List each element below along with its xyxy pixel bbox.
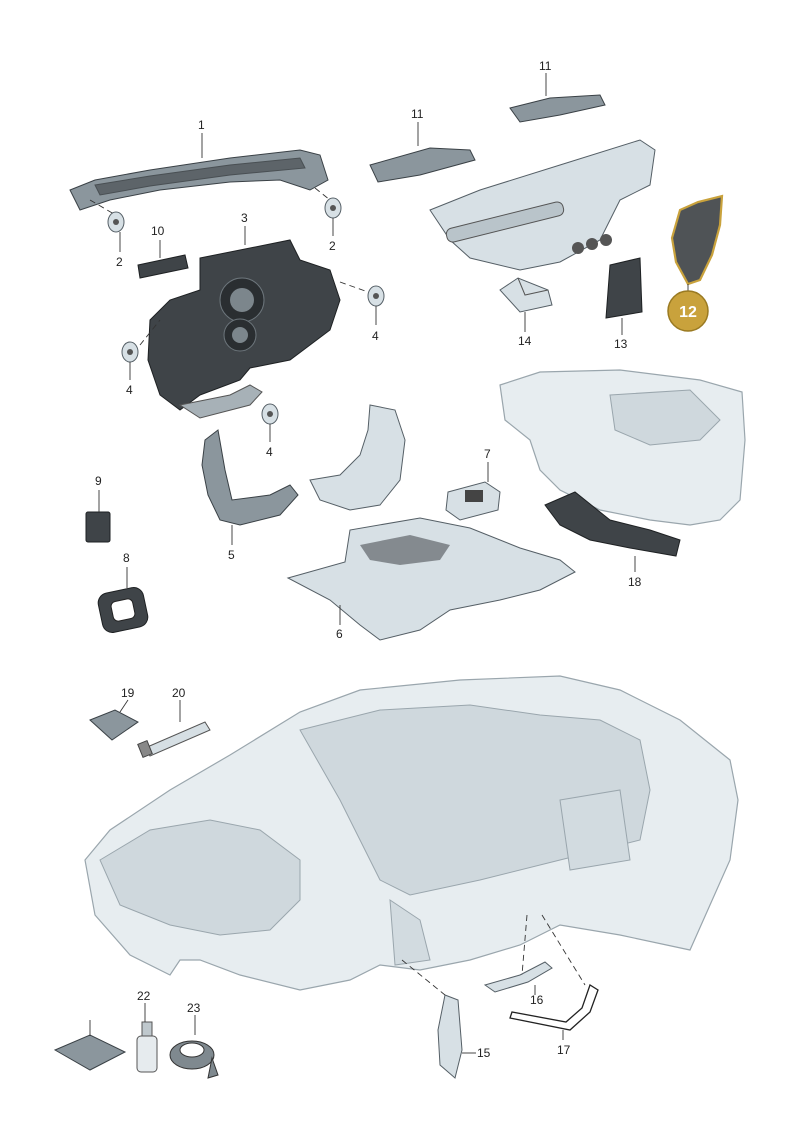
callout-9: 9 — [95, 474, 102, 488]
part-3-bulkhead-insulation[interactable] — [147, 239, 341, 419]
callout-12-badge[interactable]: 12 — [667, 290, 709, 332]
part-12-insulation-highlighted[interactable] — [670, 194, 724, 286]
callout-4c: 4 — [266, 445, 273, 459]
leader-19 — [119, 699, 129, 713]
callout-22: 22 — [137, 989, 151, 1003]
callout-8: 8 — [123, 551, 130, 565]
part-4-clip-right[interactable] — [367, 285, 385, 307]
callout-11a: 11 — [539, 59, 552, 73]
callout-20: 20 — [172, 686, 186, 700]
dash-2b — [314, 187, 331, 201]
part-22-sealant-bottle[interactable] — [136, 1021, 158, 1073]
part-11-pad-left[interactable] — [369, 147, 476, 183]
callout-17: 17 — [557, 1043, 571, 1057]
part-4-clip-bottom[interactable] — [261, 403, 279, 425]
part-5-side-insulation[interactable] — [201, 429, 299, 526]
callout-6: 6 — [336, 627, 343, 641]
callout-19: 19 — [121, 686, 135, 700]
callout-2b: 2 — [329, 239, 336, 253]
part-7-block[interactable] — [445, 481, 501, 521]
part-mat[interactable] — [53, 1034, 127, 1071]
callout-3: 3 — [241, 211, 248, 225]
part-20-sealant-tube[interactable] — [137, 721, 211, 759]
car-body-shell — [84, 675, 739, 991]
callout-11b: 11 — [411, 107, 424, 121]
callout-5: 5 — [228, 548, 235, 562]
callout-1: 1 — [198, 118, 205, 132]
part-19-pad[interactable] — [89, 709, 139, 741]
part-dashboard-panel[interactable] — [499, 369, 746, 526]
callout-4a: 4 — [372, 329, 379, 343]
callout-18: 18 — [628, 575, 642, 589]
dash-2a — [89, 199, 115, 215]
part-9-pad[interactable] — [85, 511, 111, 543]
part-15-pillar-insert[interactable] — [437, 994, 463, 1079]
dash-4b — [139, 319, 161, 346]
part-14-bracket-pad[interactable] — [499, 277, 553, 313]
part-11-pad-right[interactable] — [509, 94, 606, 123]
part-8-grommet[interactable] — [96, 586, 149, 635]
part-10-pad[interactable] — [137, 254, 189, 279]
callout-7: 7 — [484, 447, 491, 461]
part-dashboard-carrier[interactable] — [429, 139, 656, 271]
callout-23: 23 — [187, 1001, 201, 1015]
callout-15: 15 — [477, 1046, 491, 1060]
part-2-clip-right[interactable] — [324, 197, 342, 219]
callout-4b: 4 — [126, 383, 133, 397]
part-tunnel-insulation[interactable] — [309, 404, 406, 511]
part-6-floor-covering[interactable] — [286, 517, 576, 641]
callout-13: 13 — [614, 337, 628, 351]
part-18-seal[interactable] — [544, 491, 681, 557]
part-1-upper-insulation[interactable] — [69, 149, 329, 211]
part-4-clip-left[interactable] — [121, 341, 139, 363]
callout-16: 16 — [530, 993, 544, 1007]
callout-12: 12 — [679, 304, 697, 321]
callout-10: 10 — [151, 224, 165, 238]
dash-16 — [521, 914, 528, 976]
callout-14: 14 — [518, 334, 532, 348]
part-17-strip[interactable] — [509, 984, 599, 1031]
part-16-bracket[interactable] — [483, 961, 553, 993]
dash-4a — [339, 281, 369, 293]
callout-2a: 2 — [116, 255, 123, 269]
part-2-clip-left[interactable] — [107, 211, 125, 233]
part-23-tape-roll[interactable] — [169, 1040, 219, 1079]
dash-17 — [541, 914, 586, 986]
part-13-pad[interactable] — [605, 257, 643, 319]
